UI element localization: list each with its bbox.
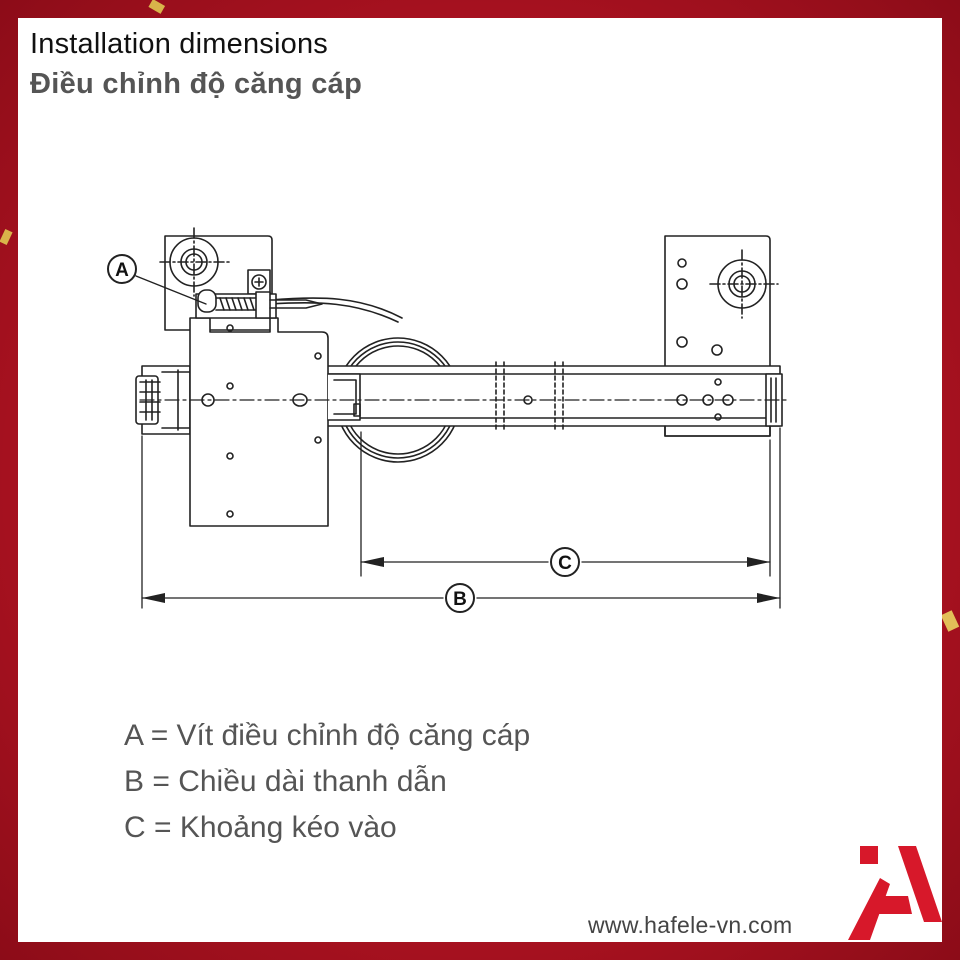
page-subtitle: Điều chỉnh độ căng cáp	[30, 68, 363, 100]
legend-item-b: B = Chiều dài thanh dẫn	[124, 765, 447, 798]
website-url: www.hafele-vn.com	[588, 912, 793, 938]
legend-item-c: C = Khoảng kéo vào	[124, 811, 397, 844]
tension-screw-assembly	[195, 269, 323, 319]
marker-a-circle	[107, 254, 137, 284]
marker-a-label: A	[115, 260, 129, 281]
carriage-slide	[327, 373, 361, 421]
page-title: Installation dimensions	[30, 28, 328, 60]
marker-c-circle	[550, 547, 580, 577]
marker-b-label: B	[453, 589, 467, 610]
dimension-c	[360, 431, 771, 577]
content-panel	[18, 18, 942, 942]
dimension-b	[141, 427, 781, 609]
guide-rail	[319, 361, 783, 437]
marker-b-circle	[445, 583, 475, 613]
legend-list: A = Vít điều chỉnh độ căng cáp B = Chiều…	[124, 718, 530, 856]
marker-a-leader	[135, 275, 207, 305]
marker-c-label: C	[558, 553, 572, 574]
hafele-logo-icon	[848, 846, 942, 940]
carriage-block	[189, 317, 329, 527]
legend-item-a: A = Vít điều chỉnh độ căng cáp	[124, 719, 531, 752]
